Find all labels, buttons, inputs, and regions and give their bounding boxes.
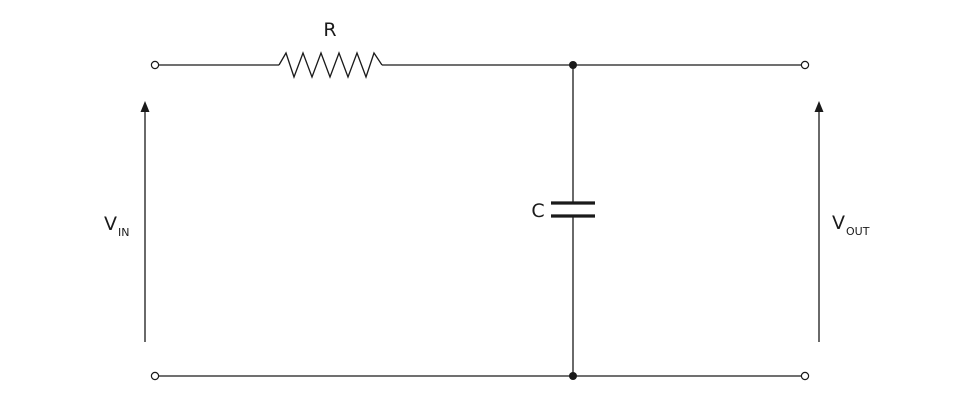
- output-terminal-top: [800, 60, 810, 70]
- input-voltage-subscript: IN: [118, 226, 129, 239]
- input-voltage-label: VIN: [104, 213, 129, 239]
- input-terminal-top: [150, 60, 160, 70]
- output-voltage-arrow-head: [814, 101, 824, 112]
- input-voltage-arrow-head: [140, 101, 150, 112]
- capacitor-label: C: [531, 200, 544, 222]
- output-voltage-symbol: V: [832, 212, 845, 234]
- output-voltage-label: VOUT: [832, 212, 870, 238]
- input-terminal-bottom: [150, 371, 160, 381]
- junction-top: [569, 61, 577, 69]
- junction-bottom: [569, 372, 577, 380]
- input-voltage-symbol: V: [104, 213, 117, 235]
- output-voltage-subscript: OUT: [846, 225, 870, 238]
- resistor-symbol: [278, 51, 383, 79]
- resistor-label: R: [323, 19, 336, 41]
- output-terminal-bottom: [800, 371, 810, 381]
